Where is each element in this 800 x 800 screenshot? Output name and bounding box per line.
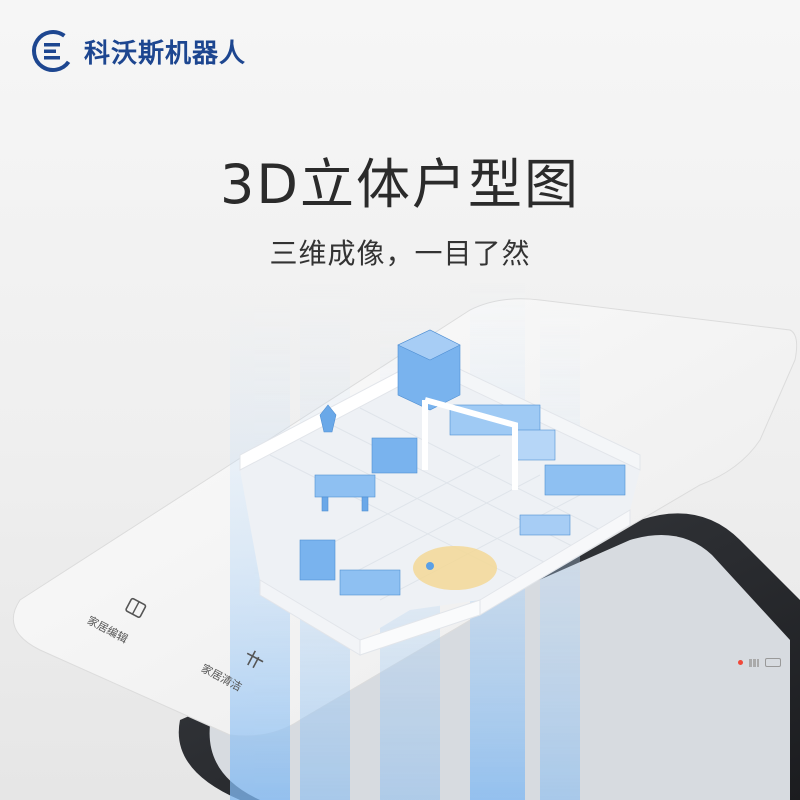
page-subtitle: 三维成像，一目了然 [269,237,531,270]
brand-logo: 科沃斯机器人 [30,28,246,74]
signal-icon [749,658,759,667]
brand-name: 科沃斯机器人 [84,38,247,69]
house-edit-icon[interactable] [125,597,147,618]
battery-icon [765,658,781,667]
phone-status-bar [738,658,781,667]
camera-dot-icon [738,660,743,665]
house-clean-icon[interactable] [242,648,265,671]
page-title: 3D立体户型图 [220,153,580,216]
ecovacs-logo-icon [32,30,74,72]
doorframe [422,397,518,490]
cleaning-zone [413,546,497,590]
